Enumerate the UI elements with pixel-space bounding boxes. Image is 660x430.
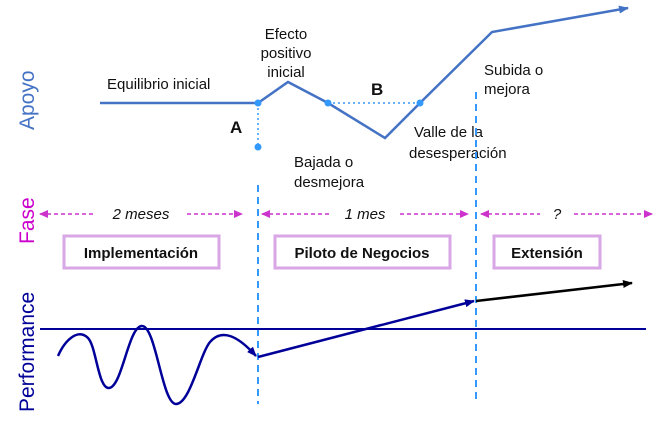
label-valle-de-la: Valle de la [414,124,484,141]
duration-phase3: ? [553,206,562,223]
phase-box-extension [492,234,602,270]
label-efecto: Efecto [265,26,308,43]
axis-label-performance: Performance [16,292,39,412]
label-inicial: inicial [267,64,305,81]
point-b-left [324,99,332,107]
label-subida-o: Subida o [484,62,543,79]
performance-oscillation [56,324,257,406]
duration-phase1: 2 meses [112,206,170,223]
phase-label-extension: Extensión [511,245,583,262]
phase-label-implementacion: Implementación [84,245,198,262]
point-a-bottom [254,143,262,151]
point-a-top [254,99,262,107]
label-desesperacion: desesperación [409,145,507,162]
phase-box-piloto [273,234,452,270]
axis-label-apoyo: Apoyo [16,70,39,130]
label-positivo: positivo [261,45,312,62]
label-mejora: mejora [484,81,531,98]
label-equilibrio-inicial: Equilibrio inicial [107,76,210,93]
phase-box-implementacion [62,234,221,270]
label-point-a: A [230,118,242,137]
duration-phase2: 1 mes [345,206,386,223]
point-b-right [416,99,424,107]
phase-label-piloto: Piloto de Negocios [294,245,429,262]
axis-label-fase: Fase [16,197,39,244]
label-desmejora: desmejora [294,174,365,191]
performance-recovery-line [257,299,475,359]
label-bajada-o: Bajada o [294,154,353,171]
label-point-b: B [371,80,383,99]
support-curve [100,5,629,140]
performance-extension-line [475,280,633,303]
